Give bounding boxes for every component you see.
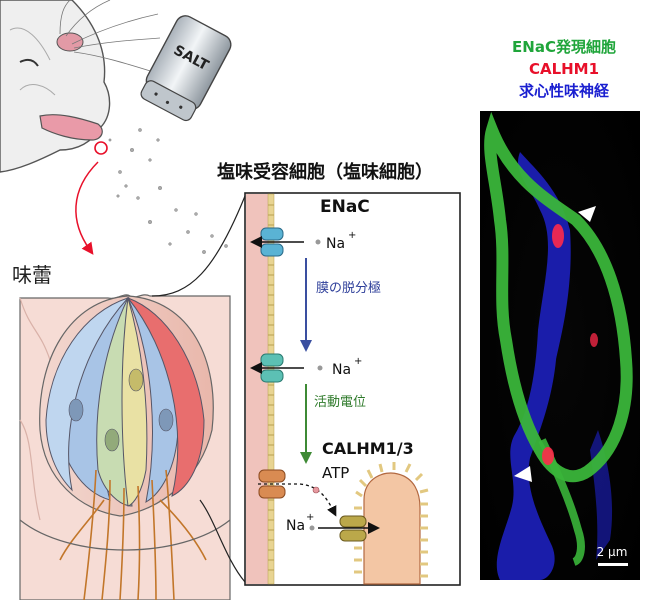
nerve-fibers: [59, 469, 207, 600]
taste-bud-illustration: [19, 294, 231, 600]
legend: ENaC発現細胞 CALHM1 求心性味神経: [512, 38, 616, 100]
scale-bar-label: 2 μm: [597, 545, 628, 559]
mouse-illustration: [0, 0, 161, 173]
na-charge-1: +: [348, 230, 356, 241]
nerve-fiber-illustration: [354, 462, 429, 585]
salt-cell-panel: Na + ENaC 膜の脱分極 Na + 活動電位 CALHM1/3 ATP: [244, 192, 461, 586]
zoom-lines: [151, 195, 246, 583]
na-label-3: Na: [286, 518, 305, 534]
mouse-nose-icon: [56, 32, 84, 52]
na-ion-icon-2: [317, 365, 323, 371]
na-charge-2: +: [354, 356, 362, 367]
salt-grains: [108, 128, 228, 254]
scale-bar: [598, 563, 628, 566]
depolarization-label: 膜の脱分極: [316, 280, 381, 296]
fluorescence-micrograph: 2 μm: [480, 111, 640, 580]
na-ion-icon-3: [309, 525, 315, 531]
taste-bud-location-marker: [94, 141, 108, 155]
arrowhead-marker-2: [514, 466, 532, 482]
p2x-receptor-icon: [339, 515, 367, 542]
na-charge-3: +: [306, 512, 314, 523]
enac-channel-icon: [260, 227, 284, 257]
taste-bud-label: 味蕾: [12, 263, 52, 287]
legend-nerve: 求心性味神経: [519, 82, 610, 100]
na-ion-icon: [315, 239, 321, 245]
enac-label: ENaC: [320, 197, 370, 217]
mouse-tongue: [39, 114, 103, 141]
atp-label: ATP: [322, 464, 349, 482]
na-label-2: Na: [332, 362, 351, 378]
calhm-label: CALHM1/3: [322, 439, 414, 458]
salt-shaker-icon: SALT: [140, 15, 232, 122]
na-label-1: Na: [326, 236, 345, 252]
cell-title: 塩味受容細胞（塩味細胞）: [217, 161, 433, 183]
legend-enac: ENaC発現細胞: [512, 38, 616, 56]
calhm-channel-icon: [258, 469, 286, 499]
arrowhead-marker-1: [578, 206, 596, 222]
enac-channel-icon-2: [260, 353, 284, 383]
atp-molecule-icon: [312, 486, 320, 494]
legend-calhm1: CALHM1: [529, 60, 599, 78]
action-potential-label: 活動電位: [314, 395, 366, 410]
zoom-arrow: [75, 161, 99, 255]
